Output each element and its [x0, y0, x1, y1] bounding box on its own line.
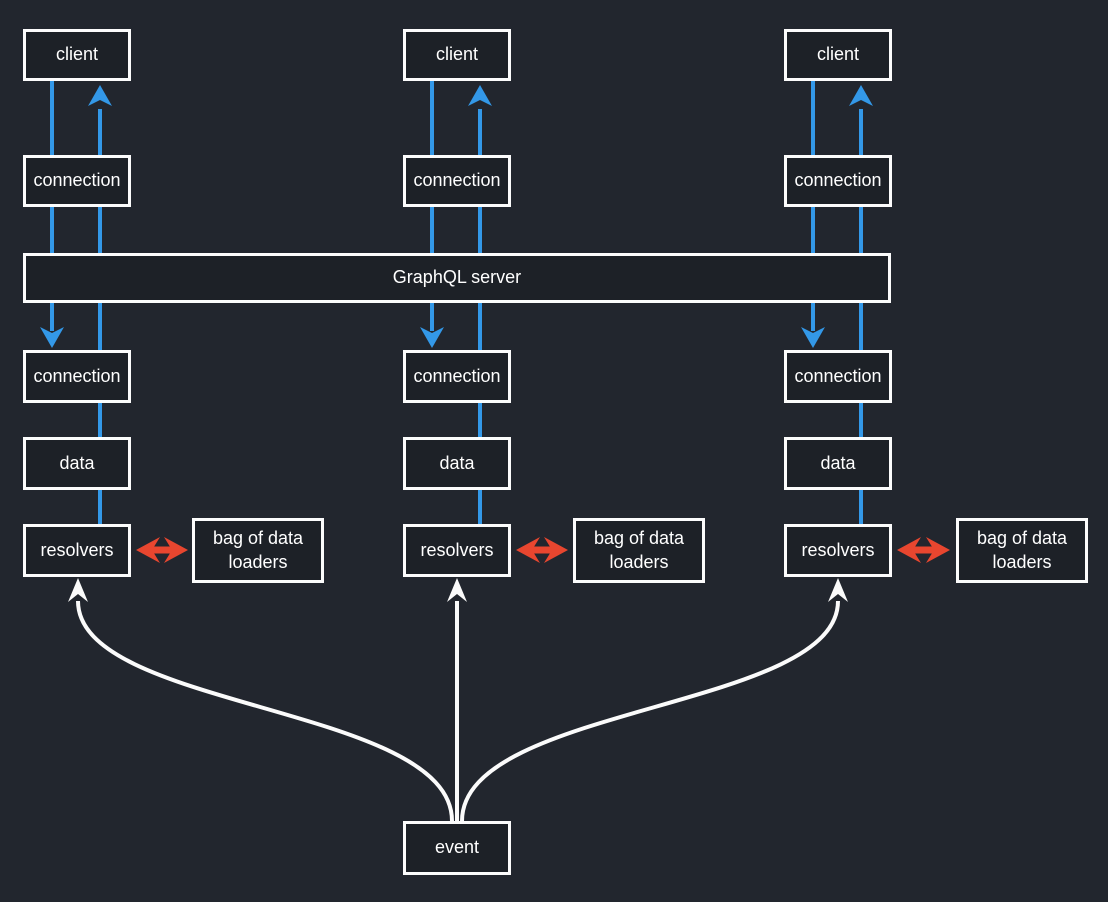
node-connection-bottom-middle: connection [403, 350, 511, 403]
node-graphql-server: GraphQL server [23, 253, 891, 303]
blue-up-flow-middle [468, 85, 492, 524]
arrow-right-icon [544, 537, 568, 563]
arrow-down-icon [801, 327, 825, 348]
arrow-left-icon [516, 537, 540, 563]
node-event: event [403, 821, 511, 875]
arrow-up-icon [447, 578, 467, 602]
arrow-up-icon [849, 85, 873, 106]
node-client-right: client [784, 29, 892, 81]
blue-up-flow-right [849, 85, 873, 524]
node-connection-top-left: connection [23, 155, 131, 207]
arrow-up-icon [828, 578, 848, 602]
arrow-up-icon [68, 578, 88, 602]
red-double-arrow-right [897, 537, 950, 563]
arrow-down-icon [420, 327, 444, 348]
node-data-right: data [784, 437, 892, 490]
node-resolvers-middle: resolvers [403, 524, 511, 577]
blue-down-flow-right [801, 81, 825, 348]
node-resolvers-left: resolvers [23, 524, 131, 577]
node-connection-bottom-right: connection [784, 350, 892, 403]
node-connection-top-right: connection [784, 155, 892, 207]
arrow-right-icon [926, 537, 950, 563]
node-connection-bottom-left: connection [23, 350, 131, 403]
blue-up-flow-left [88, 85, 112, 524]
arrow-down-icon [40, 327, 64, 348]
node-loaders-left: bag of data loaders [192, 518, 324, 583]
node-client-left: client [23, 29, 131, 81]
arrow-right-icon [164, 537, 188, 563]
node-data-middle: data [403, 437, 511, 490]
node-loaders-middle: bag of data loaders [573, 518, 705, 583]
arrow-up-icon [468, 85, 492, 106]
event-arrow-right [460, 578, 848, 822]
node-data-left: data [23, 437, 131, 490]
node-loaders-right: bag of data loaders [956, 518, 1088, 583]
node-client-middle: client [403, 29, 511, 81]
blue-down-flow-left [40, 81, 64, 348]
event-arrow-left [68, 578, 454, 822]
red-double-arrow-left [136, 537, 188, 563]
node-resolvers-right: resolvers [784, 524, 892, 577]
blue-down-flow-middle [420, 81, 444, 348]
red-double-arrow-middle [516, 537, 568, 563]
node-connection-top-middle: connection [403, 155, 511, 207]
arrow-up-icon [88, 85, 112, 106]
event-arrow-middle [447, 578, 467, 821]
arrow-left-icon [136, 537, 160, 563]
arrow-left-icon [897, 537, 921, 563]
